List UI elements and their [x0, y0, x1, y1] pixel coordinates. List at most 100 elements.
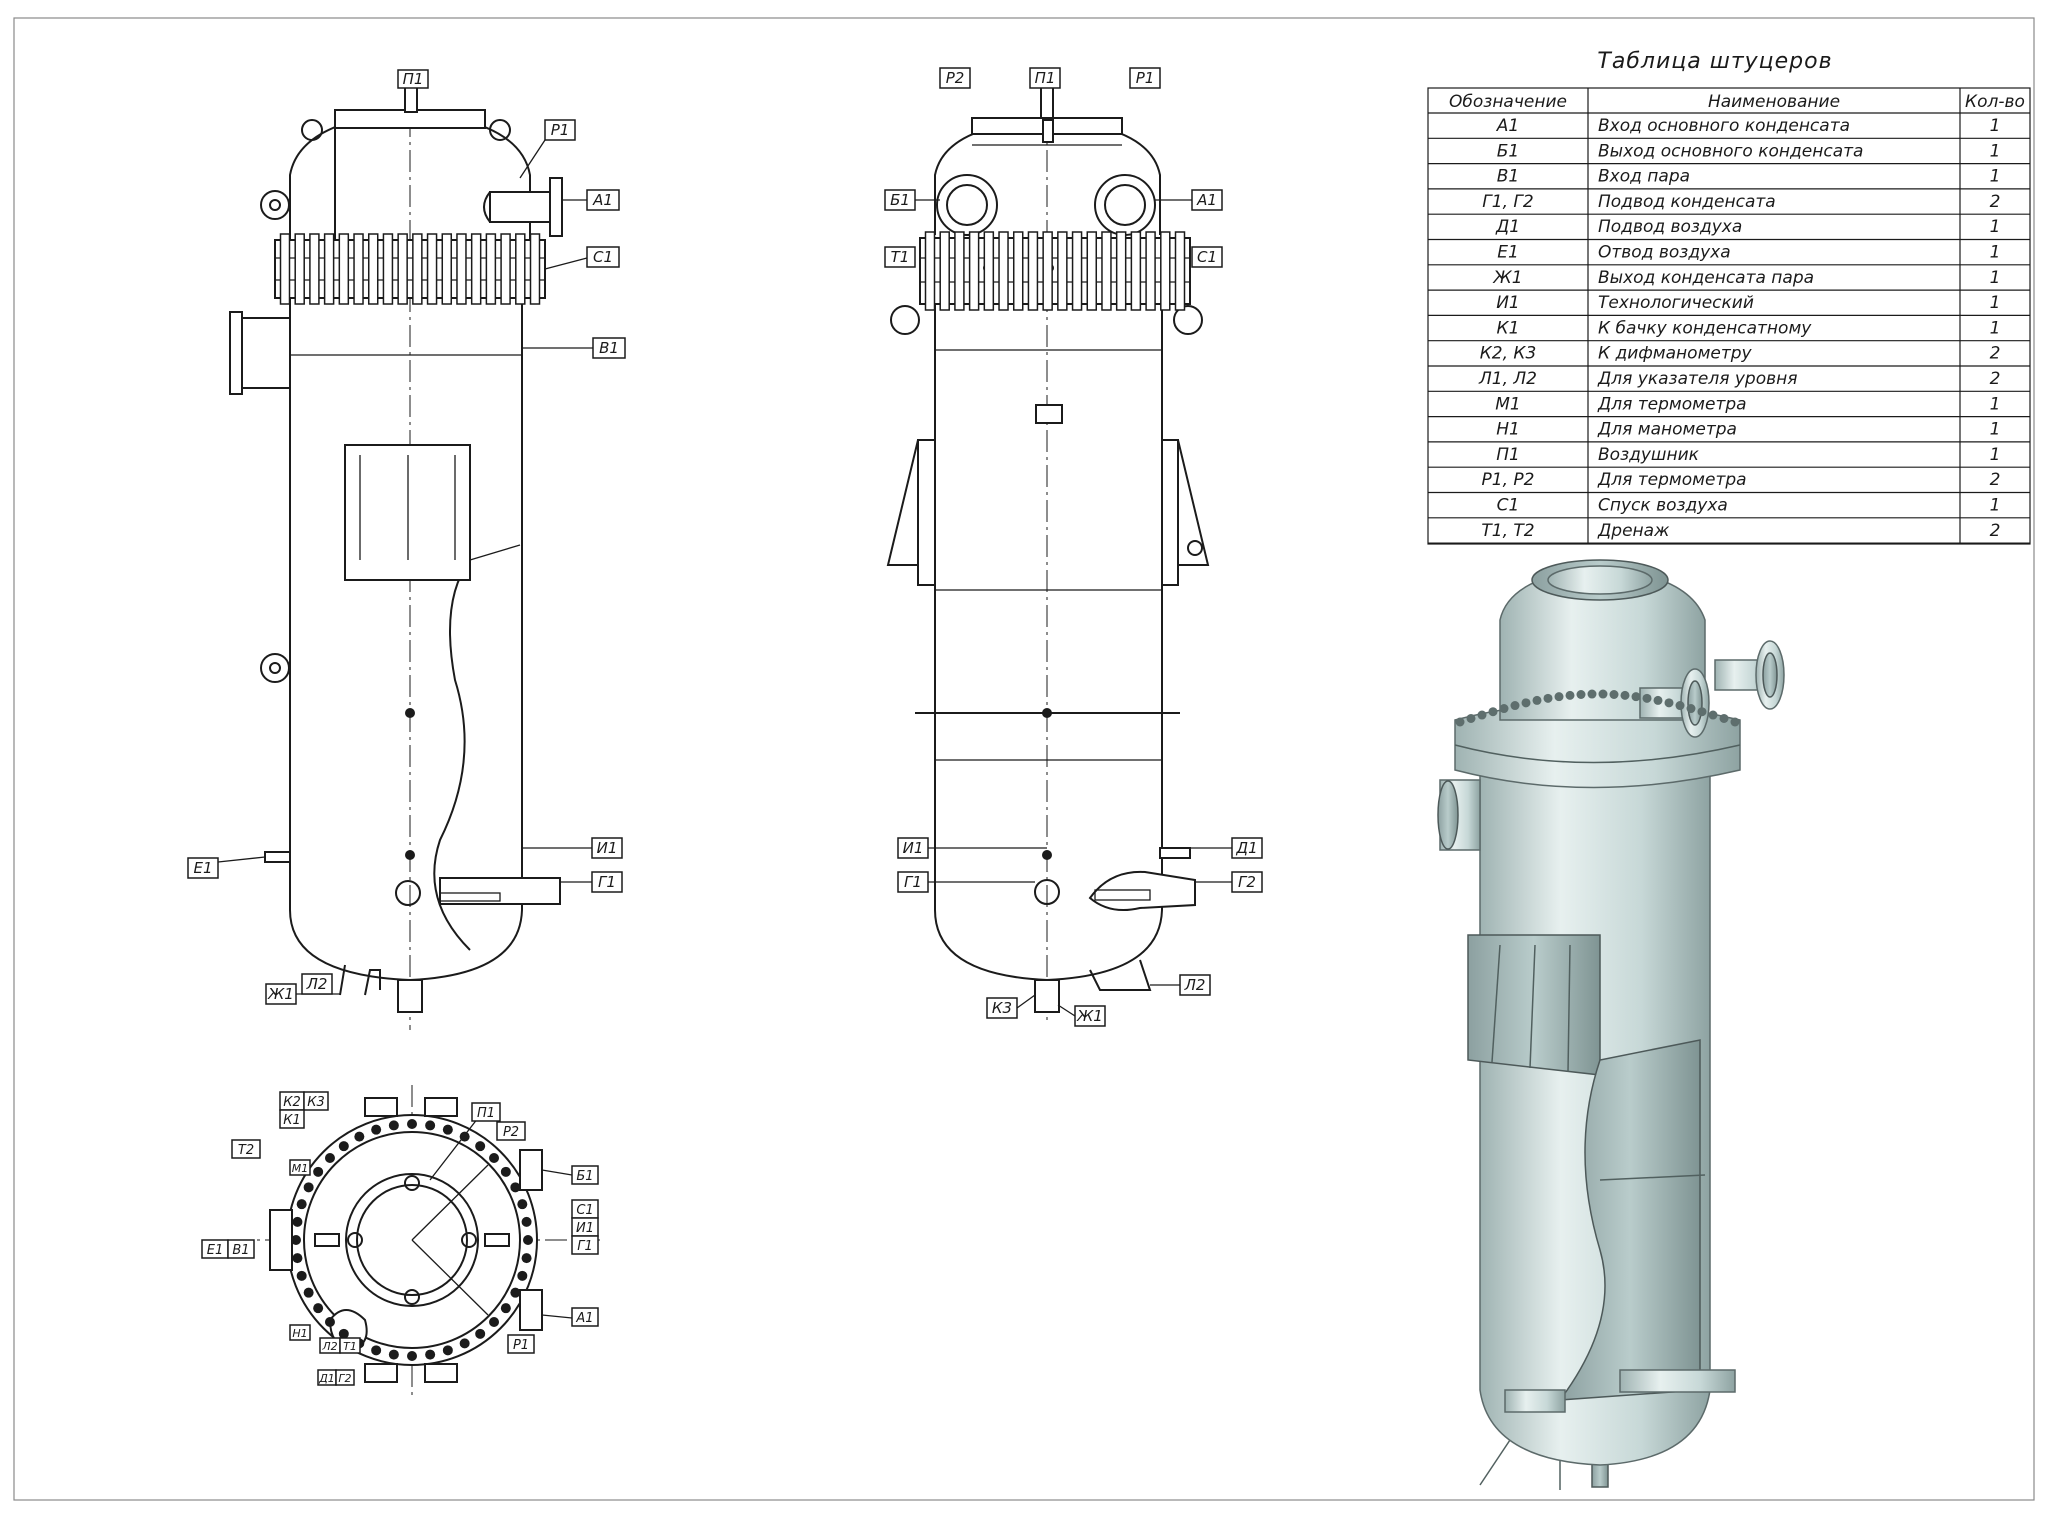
flange-bolt	[323, 233, 335, 305]
side-label-a1-text: А1	[592, 191, 613, 209]
table-cell-name: Подвод конденсата	[1598, 192, 1776, 212]
table-cell-name: Для указателя уровня	[1597, 369, 1797, 389]
front-label-p1: П1	[1029, 67, 1061, 89]
table-cell-qty: 1	[1990, 116, 2001, 136]
flange-bolt	[338, 233, 350, 305]
table-cell-name: Дренаж	[1597, 521, 1670, 541]
flange-bolt	[939, 231, 950, 311]
render-flange-bolts	[1455, 689, 1740, 727]
flange-bolt	[1642, 693, 1652, 703]
front-label-i1-text: И1	[903, 839, 924, 857]
flange-bolt	[1708, 710, 1718, 720]
flange-bolt	[523, 1235, 533, 1245]
flange-bolt	[303, 1182, 314, 1193]
flange-bolt	[521, 1216, 532, 1227]
table-cell-code: Е1	[1497, 243, 1519, 263]
flange-bolt	[294, 233, 305, 305]
table-cell-code: Л1, Л2	[1478, 369, 1537, 389]
flange-bolt	[510, 1182, 521, 1193]
flange-bolt	[313, 1166, 324, 1177]
front-label-zh1-text: Ж1	[1076, 1007, 1103, 1025]
flange-bolt	[324, 1152, 335, 1163]
table-cell-qty: 2	[1990, 470, 2001, 490]
flange-bolt	[1598, 689, 1608, 699]
table-cell-code: Т1, Т2	[1481, 521, 1534, 541]
flange-bolt	[292, 1253, 303, 1264]
front-label-g2: Г2	[1231, 871, 1263, 893]
table-cell-code: Б1	[1497, 141, 1519, 161]
flange-bolt	[371, 1345, 382, 1356]
front-label-zh1: Ж1	[1074, 1005, 1106, 1027]
flange-bolt	[407, 1351, 417, 1361]
table-cell-name: К дифманометру	[1598, 344, 1753, 364]
plan-label-m1-text: М1	[292, 1162, 309, 1175]
flange-bolt	[500, 233, 511, 305]
flange-bolt	[517, 1270, 528, 1281]
side-label-g1-text: Г1	[598, 873, 616, 891]
front-label-d1-text: Д1	[1235, 839, 1257, 857]
front-label-k3-text: К3	[992, 999, 1012, 1017]
flange-bolt	[1130, 231, 1142, 311]
side-label-g1: Г1	[591, 871, 623, 893]
front-label-r1: Р1	[1129, 67, 1161, 89]
front-label-g1-text: Г1	[904, 873, 922, 891]
flange-bolt	[1012, 231, 1024, 311]
table-cell-qty: 2	[1990, 192, 2001, 212]
side-label-zh1: Ж1	[265, 983, 297, 1005]
flange-bolt	[1101, 231, 1112, 311]
front-label-k3: К3	[986, 997, 1018, 1019]
side-flange-bolts	[279, 233, 541, 305]
table-cell-qty: 1	[1990, 394, 2001, 414]
flange-bolt	[279, 233, 291, 305]
plan-label-k3: К3	[303, 1091, 329, 1111]
side-label-l2-text: Л2	[306, 975, 328, 993]
side-label-p1: П1	[397, 69, 429, 89]
side-label-e1: Е1	[187, 857, 219, 879]
table-cell-code: Г1, Г2	[1482, 192, 1533, 212]
flange-bolt	[954, 231, 965, 311]
plan-label-e1: Е1	[201, 1239, 229, 1259]
side-label-c1-text: С1	[593, 248, 613, 266]
flange-bolt	[517, 1199, 528, 1210]
front-label-r2-text: Р2	[946, 69, 965, 87]
flange-bolt	[1565, 690, 1575, 700]
flange-bolt	[397, 233, 408, 305]
flange-bolt	[456, 233, 467, 305]
table-cell-qty: 2	[1990, 344, 2001, 364]
nozzle-table: Таблица штуцеров Обозначение Наименовани…	[1427, 49, 2031, 545]
flange-bolt	[475, 1141, 486, 1152]
plan-label-n1: Н1	[289, 1324, 311, 1341]
front-label-l2: Л2	[1179, 974, 1211, 996]
side-label-e1-text: Е1	[193, 859, 212, 877]
flange-bolt	[510, 1287, 521, 1298]
flange-bolt	[338, 1328, 349, 1339]
table-cell-code: П1	[1496, 445, 1520, 465]
plan-label-l2-text: Л2	[321, 1340, 337, 1353]
flange-bolt	[1719, 713, 1729, 723]
flange-bolt	[388, 1120, 399, 1131]
flange-bolt	[425, 1120, 436, 1131]
table-header-qty: Кол-во	[1965, 92, 2025, 112]
table-header-code: Обозначение	[1449, 92, 1567, 112]
flange-bolt	[303, 1287, 314, 1298]
flange-bolt	[1115, 231, 1127, 311]
plan-label-r1: Р1	[507, 1334, 535, 1354]
plan-label-i1-text: И1	[576, 1221, 594, 1236]
front-label-b1-text: Б1	[890, 191, 910, 209]
plan-label-g2-text: Г2	[338, 1372, 351, 1385]
table-title: Таблица штуцеров	[1597, 49, 1832, 74]
front-label-c1: С1	[1191, 246, 1223, 268]
plan-label-r2-text: Р2	[503, 1125, 519, 1140]
table-cell-name: Выход конденсата пара	[1598, 268, 1814, 288]
table-cell-qty: 2	[1990, 369, 2001, 389]
table-cell-qty: 1	[1990, 420, 2001, 440]
table-cell-qty: 1	[1990, 167, 2001, 187]
flange-bolt	[291, 1235, 301, 1245]
flange-bolt	[367, 233, 379, 305]
plan-view	[230, 1085, 600, 1395]
plan-label-t2: Т2	[231, 1139, 261, 1159]
plan-label-m1: М1	[289, 1159, 311, 1176]
flange-bolt	[441, 233, 453, 305]
flange-bolt	[1543, 693, 1553, 703]
flange-bolt	[338, 1141, 349, 1152]
